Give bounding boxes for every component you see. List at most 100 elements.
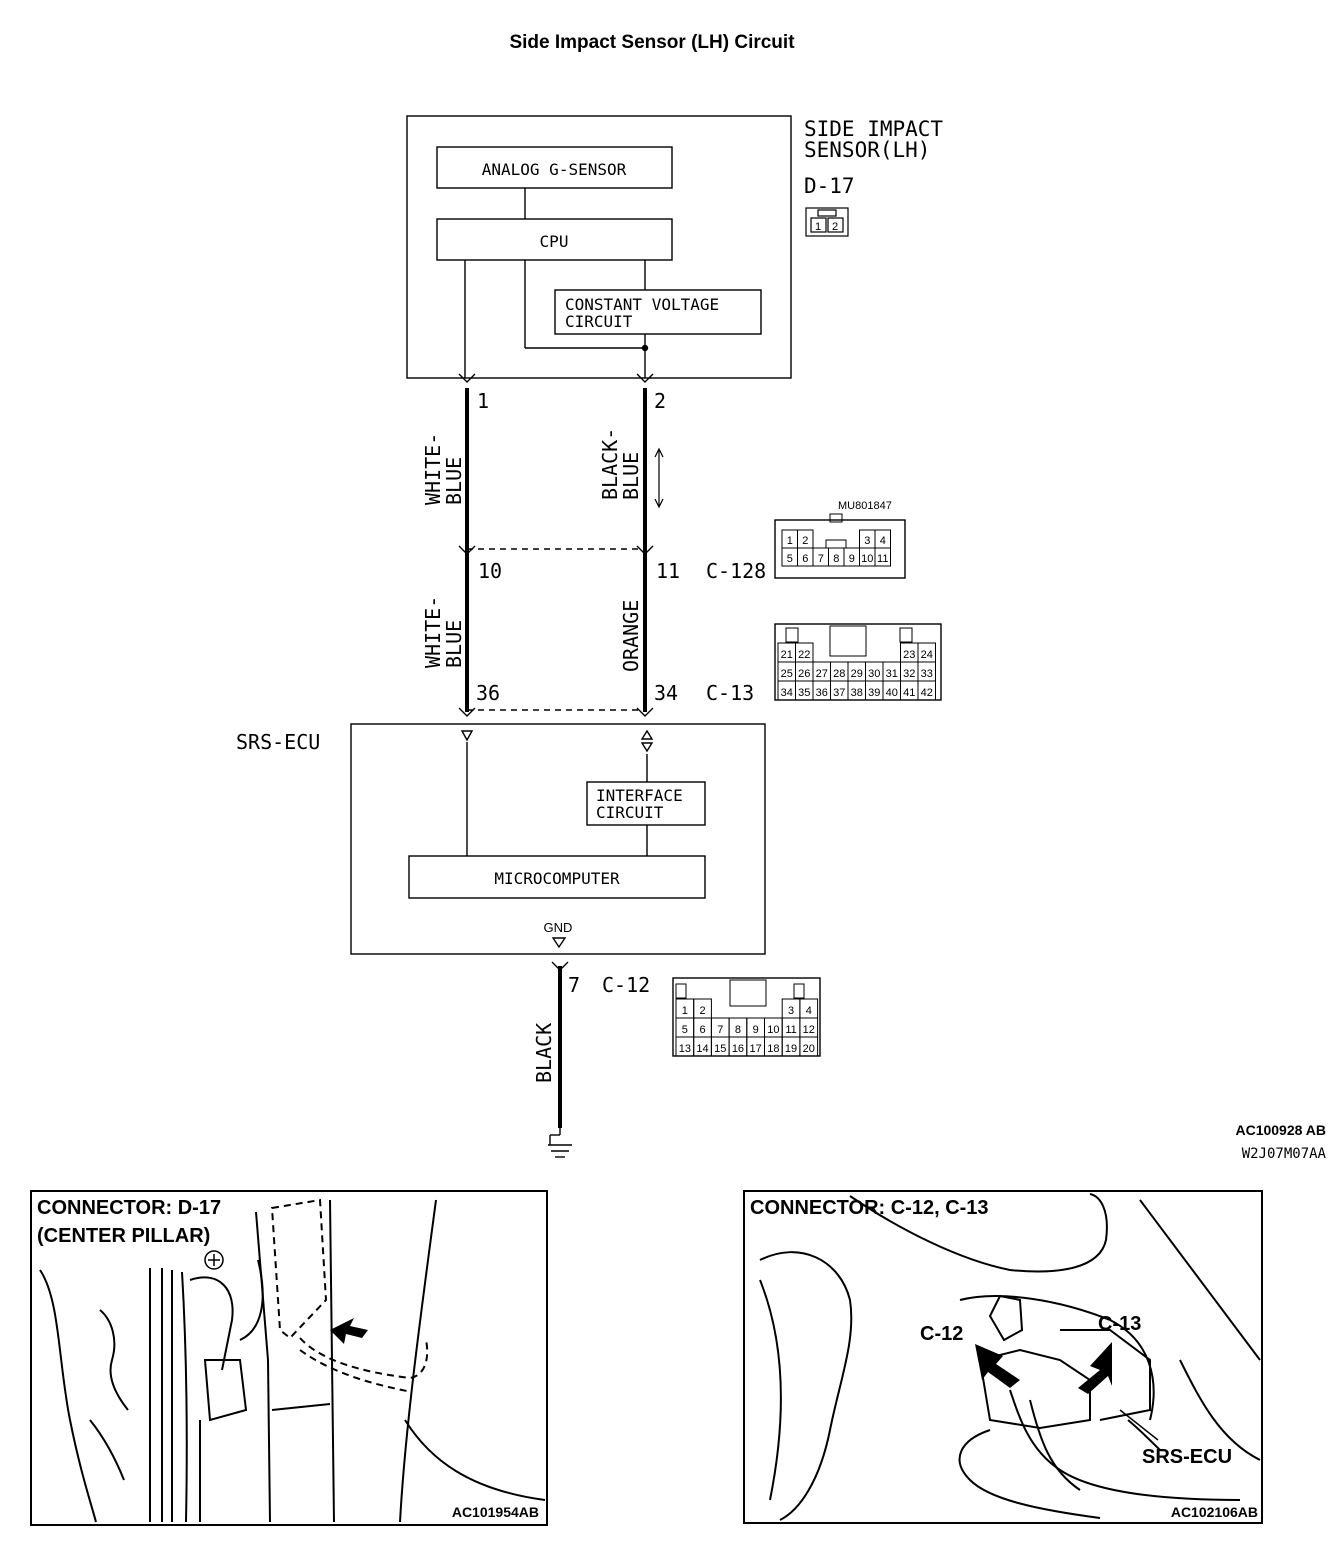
c13-pin-number: 39 — [868, 687, 880, 699]
interface-circuit-label-1: INTERFACE — [596, 786, 683, 805]
c13-pin-number: 38 — [851, 687, 863, 699]
c12-connector-latch — [675, 983, 687, 999]
cpu-label: CPU — [540, 232, 569, 251]
photo-panel-left — [30, 1190, 548, 1526]
c12-pin-number: 12 — [803, 1024, 815, 1036]
sensor-name-line2: SENSOR(LH) — [804, 138, 930, 162]
side-impact-sensor — [406, 115, 792, 379]
c128-pin-number: 9 — [849, 553, 855, 565]
photo-panel-right — [743, 1190, 1263, 1524]
c13-pin-number: 30 — [868, 668, 880, 680]
c13-pin-number: 25 — [781, 668, 793, 680]
c12-pin-number: 18 — [767, 1043, 779, 1055]
c12-pin-number: 4 — [806, 1005, 812, 1017]
c13-pin-number: 22 — [798, 649, 810, 661]
c128-connector-latch — [825, 539, 847, 549]
c13-pin-number: 24 — [921, 649, 933, 661]
c12-pin-number: 5 — [682, 1024, 688, 1036]
c128-pin-number: 4 — [880, 535, 886, 547]
c12-pin-number: 16 — [732, 1043, 744, 1055]
right-photo-code: AC102106AB — [1171, 1504, 1258, 1520]
left-photo-title-2: (CENTER PILLAR) — [37, 1225, 210, 1247]
c13-pin-number: 21 — [781, 649, 793, 661]
c12-pin-number: 1 — [682, 1005, 688, 1017]
c12-pin-number: 14 — [696, 1043, 708, 1055]
c128-pin-number: 10 — [861, 553, 873, 565]
wire-label-black-blue-b: BLUE — [619, 452, 643, 500]
constant-voltage-label-1: CONSTANT VOLTAGE — [565, 295, 719, 314]
c13-pin-number: 35 — [798, 687, 810, 699]
wire-label-white-blue-2a: WHITE- — [421, 596, 445, 668]
c13-pin-number: 42 — [921, 687, 933, 699]
pin-number-11: 11 — [656, 559, 680, 583]
c13-pin-number: 40 — [886, 687, 898, 699]
right-photo-title: CONNECTOR: C-12, C-13 — [750, 1197, 989, 1219]
c13-pin-number: 36 — [816, 687, 828, 699]
wire-label-white-blue-2b: BLUE — [442, 620, 466, 668]
c12-pin-number: 2 — [699, 1005, 705, 1017]
c13-pin-number: 27 — [816, 668, 828, 680]
c128-pin-number: 3 — [864, 535, 870, 547]
pin-number-34: 34 — [654, 681, 678, 705]
c12-pin-number: 13 — [679, 1043, 691, 1055]
page-title: Side Impact Sensor (LH) Circuit — [509, 32, 795, 53]
c13-pin-number: 26 — [798, 668, 810, 680]
c12-pin-number: 9 — [753, 1024, 759, 1036]
c12-connector-latch — [729, 979, 767, 1007]
c12-pin-number: 11 — [785, 1024, 796, 1036]
left-photo-title-1: CONNECTOR: D-17 — [37, 1197, 221, 1219]
pin-number-36: 36 — [476, 681, 500, 705]
c128-pin-number: 1 — [787, 535, 793, 547]
c13-pin-number: 31 — [886, 668, 898, 680]
c12-pin-number: 19 — [785, 1043, 797, 1055]
connector-label-c13: C-13 — [706, 681, 754, 705]
c12-pin-number: 10 — [767, 1024, 779, 1036]
c128-connector-latch — [829, 513, 843, 523]
wire-label-white-blue-1b: BLUE — [442, 457, 466, 505]
sensor-connector-label: D-17 — [804, 174, 855, 198]
connector-label-c12: C-12 — [602, 973, 650, 997]
c128-part-number: MU801847 — [838, 500, 892, 512]
microcomputer-label: MICROCOMPUTER — [494, 869, 620, 888]
gnd-label: GND — [544, 920, 573, 935]
pin-number-2: 2 — [654, 389, 666, 413]
wire-label-orange: ORANGE — [619, 600, 643, 672]
sensor-name-line1: SIDE IMPACT — [804, 117, 943, 141]
figure-code-main: AC100928 AB — [1235, 1122, 1326, 1138]
c128-pin-number: 8 — [833, 553, 839, 565]
c12-pin-number: 6 — [699, 1024, 705, 1036]
c12-pin-number: 15 — [714, 1043, 726, 1055]
c128-connector-outline — [774, 519, 906, 579]
figure-code-sub: W2J07M07AA — [1242, 1146, 1327, 1162]
c13-pin-number: 32 — [903, 668, 915, 680]
c13-pin-number: 28 — [833, 668, 845, 680]
c128-pin-cell — [874, 547, 891, 567]
c12-pin-number: 3 — [788, 1005, 794, 1017]
analog-g-sensor-label: ANALOG G-SENSOR — [482, 160, 627, 179]
c13-pin-number: 41 — [903, 687, 915, 699]
c12-pin-number: 7 — [717, 1024, 723, 1036]
wire-label-black: BLACK — [532, 1023, 556, 1083]
c13-pin-number: 34 — [781, 687, 793, 699]
wire-harness — [458, 373, 664, 1158]
constant-voltage-label-2: CIRCUIT — [565, 312, 633, 331]
c13-connector-latch — [785, 627, 799, 643]
pin-number-10: 10 — [478, 559, 502, 583]
srs-ecu — [350, 723, 766, 955]
right-photo-label-srs-ecu: SRS-ECU — [1142, 1446, 1232, 1468]
c12-connector-latch — [793, 983, 805, 999]
c13-pin-number: 33 — [921, 668, 933, 680]
c13-connector-latch — [829, 625, 867, 657]
right-photo-label-c12: C-12 — [920, 1323, 963, 1345]
c128-pin-number: 7 — [818, 553, 824, 565]
d17-pin-2: 2 — [832, 221, 838, 233]
wire-label-white-blue-1a: WHITE- — [421, 433, 445, 505]
pin-number-1: 1 — [477, 389, 489, 413]
d17-pin-1: 1 — [815, 221, 821, 233]
pin-number-7: 7 — [568, 973, 580, 997]
c12-pin-number: 17 — [750, 1043, 762, 1055]
ecu-name-label: SRS-ECU — [236, 730, 320, 754]
